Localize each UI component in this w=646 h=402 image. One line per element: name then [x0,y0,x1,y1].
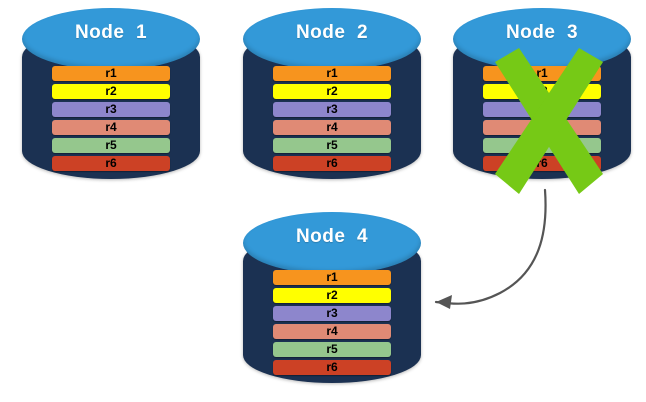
node-cylinder-node1[interactable]: Node 1 r1 r2 r3 r4 r5 r6 [22,8,200,186]
record-bar[interactable]: r6 [483,156,601,171]
record-bar[interactable]: r6 [52,156,170,171]
record-bar[interactable]: r2 [273,288,391,303]
record-bar[interactable]: r5 [483,138,601,153]
record-bar[interactable]: r3 [273,102,391,117]
record-bar[interactable]: r5 [52,138,170,153]
record-bar[interactable]: r5 [273,342,391,357]
node-cylinder-node2[interactable]: Node 2 r1 r2 r3 r4 r5 r6 [243,8,421,186]
record-bar[interactable]: r3 [52,102,170,117]
record-bar[interactable]: r2 [273,84,391,99]
record-list: r1 r2 r3 r4 r5 r6 [52,66,170,171]
record-bar[interactable]: r4 [483,120,601,135]
record-bar[interactable]: r2 [483,84,601,99]
cylinder-top [243,212,421,274]
node-title: Node 3 [505,22,579,43]
record-bar[interactable]: r6 [273,360,391,375]
node-title: Node 4 [295,226,369,247]
record-bar[interactable]: r6 [273,156,391,171]
record-bar[interactable]: r3 [273,306,391,321]
record-list: r1 r2 r3 r4 r5 r6 [273,270,391,375]
record-list: r1 r2 r3 r4 r5 r6 [483,66,601,171]
node-title: Node 1 [74,22,148,43]
record-bar[interactable]: r1 [52,66,170,81]
cylinder-top [22,8,200,70]
record-bar[interactable]: r1 [483,66,601,81]
node-title: Node 2 [295,22,369,43]
record-bar[interactable]: r1 [273,66,391,81]
record-bar[interactable]: r1 [273,270,391,285]
record-bar[interactable]: r4 [273,324,391,339]
cylinder-top [243,8,421,70]
record-bar[interactable]: r4 [273,120,391,135]
record-bar[interactable]: r3 [483,102,601,117]
record-bar[interactable]: r5 [273,138,391,153]
record-bar[interactable]: r4 [52,120,170,135]
record-bar[interactable]: r2 [52,84,170,99]
node-cylinder-node3[interactable]: Node 3 r1 r2 r3 r4 r5 r6 [453,8,631,194]
node-cylinder-node4[interactable]: Node 4 r1 r2 r3 r4 r5 r6 [243,212,421,390]
record-list: r1 r2 r3 r4 r5 r6 [273,66,391,171]
